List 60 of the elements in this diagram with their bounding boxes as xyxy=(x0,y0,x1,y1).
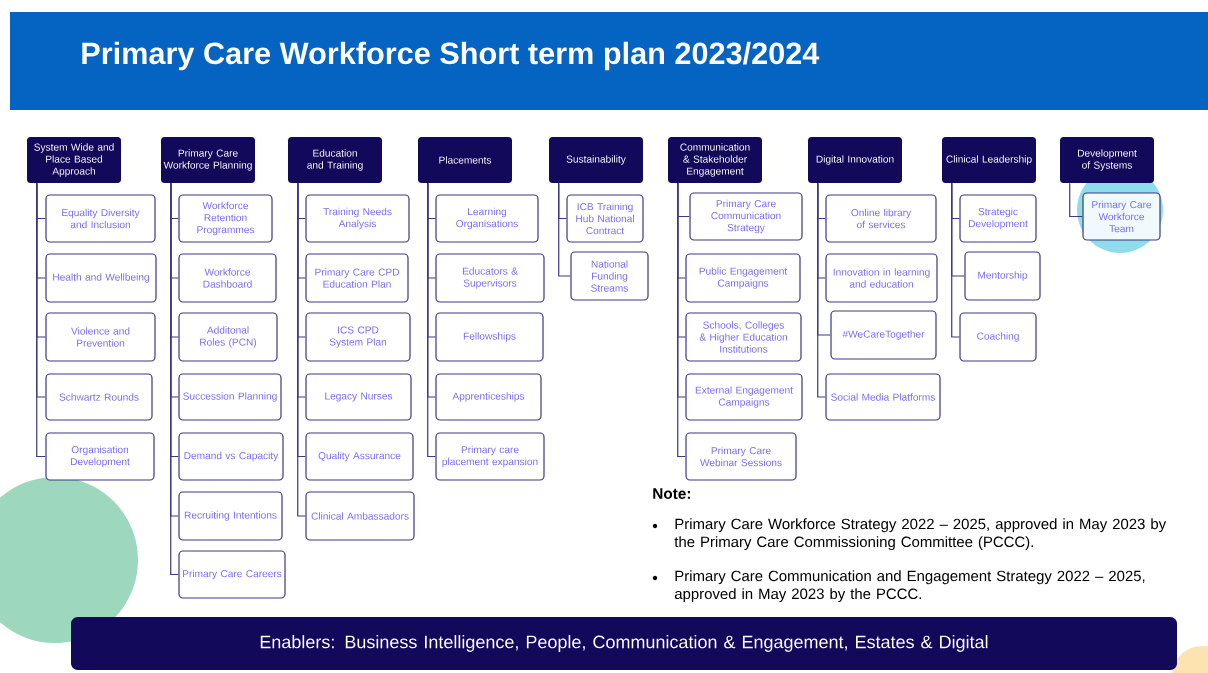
item-box: Schwartz Rounds xyxy=(45,373,153,421)
item-box: National Funding Streams xyxy=(570,251,649,301)
item-box: Fellowships xyxy=(435,312,544,362)
connector-line xyxy=(817,182,826,398)
item-box: Innovation in learning and education xyxy=(825,253,938,303)
connector-line xyxy=(297,182,306,517)
item-box: Online library of services xyxy=(825,194,937,243)
item-box: Workforce Dashboard xyxy=(178,253,277,303)
item-box: Quality Assurance xyxy=(305,432,414,481)
item-box: Legacy Nurses xyxy=(305,373,412,421)
note-heading: Note: xyxy=(653,488,690,499)
item-box: Clinical Ambassadors xyxy=(305,491,415,541)
item-box: Workforce Retention Programmes xyxy=(178,194,273,243)
category-box: Clinical Leadership xyxy=(942,137,1036,183)
category-box: Development of Systems xyxy=(1060,137,1154,183)
connector-line xyxy=(36,182,46,458)
item-box: Educators & Supervisors xyxy=(435,253,545,303)
item-box: Primary Care Webinar Sessions xyxy=(685,432,797,481)
item-box: Schools, Colleges & Higher Education Institutions xyxy=(685,312,802,362)
connector-line xyxy=(951,182,960,338)
item-box: Primary Care Workforce Team xyxy=(1082,192,1161,241)
item-box: Coaching xyxy=(959,312,1037,362)
item-box: Primary Care CPD Education Plan xyxy=(305,253,409,303)
item-box: Mentorship xyxy=(964,251,1041,301)
connector-line xyxy=(427,182,436,458)
item-box: External Engagement Campaigns xyxy=(685,373,803,421)
category-box: System Wide and Place Based Approach xyxy=(27,137,121,183)
item-box: Primary care placement expansion xyxy=(435,432,545,481)
item-box: Primary Care Communication Strategy xyxy=(689,192,803,241)
item-box: Training Needs Analysis xyxy=(305,194,410,243)
item-box: #WeCareTogether xyxy=(830,310,937,360)
item-box: Strategic Development xyxy=(959,194,1037,243)
item-box: Social Media Platforms xyxy=(825,373,941,421)
note-text: Primary Care Workforce Strategy 2022 – 2025, approved in May 2023 by the Primary Care Commissioning Committee (PCCC). xyxy=(674,518,1167,551)
item-box: ICS CPD System Plan xyxy=(305,312,411,362)
category-box: Communication & Stakeholder Engagement xyxy=(668,137,762,183)
item-box: Succession Planning xyxy=(178,373,282,421)
item-box: Additonal Roles (PCN) xyxy=(178,312,278,362)
category-box: Digital Innovation xyxy=(808,137,902,183)
category-box: Education and Training xyxy=(288,137,382,183)
item-box: Learning Organisations xyxy=(435,194,539,243)
title-banner: Primary Care Workforce Short term plan 2023/2024 xyxy=(10,12,1208,110)
item-box: Public Engagement Campaigns xyxy=(685,253,801,303)
connector-line xyxy=(558,182,571,277)
category-box: Placements xyxy=(418,137,512,183)
category-box: Primary Care Workforce Planning xyxy=(161,137,255,183)
item-box: Equality Diversity and Inclusion xyxy=(45,194,156,243)
item-box: Primary Care Careers xyxy=(178,550,286,599)
item-box: ICB Training Hub National Contract xyxy=(566,194,644,243)
enablers-banner: Enablers: Business Intelligence, People, Communication & Engagement, Estates & Digital xyxy=(71,617,1177,670)
category-box: Sustainability xyxy=(549,137,643,183)
note-text: Primary Care Communication and Engagement Strategy 2022 – 2025, approved in May 2023 by the PCCC. xyxy=(674,570,1145,603)
item-box: Health and Wellbeing xyxy=(45,253,157,303)
item-box: Apprenticeships xyxy=(435,373,542,421)
item-box: Violence and Prevention xyxy=(45,312,156,362)
connector-line xyxy=(1069,182,1083,218)
item-box: Demand vs Capacity xyxy=(178,432,284,481)
connector-line xyxy=(677,182,686,458)
item-box: Recruiting Intentions xyxy=(178,491,283,541)
item-box: Organisation Development xyxy=(45,432,155,481)
